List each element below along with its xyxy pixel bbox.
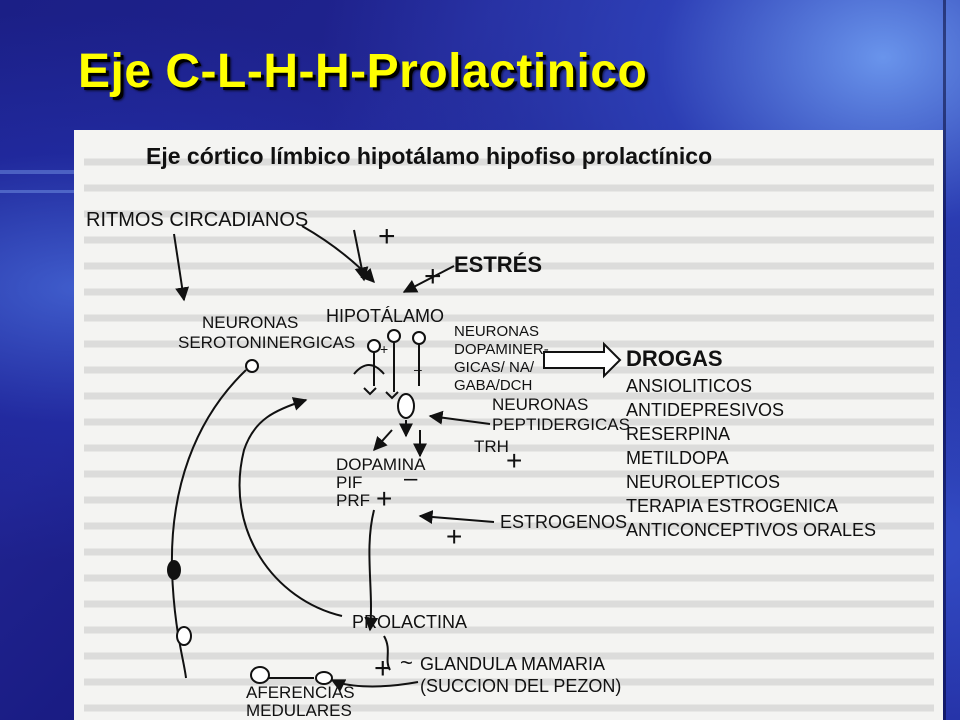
sign-plus-estres: + [424,260,442,293]
label-hipotalamo: HIPOTÁLAMO [326,306,444,326]
drug-item: ANSIOLITICOS [626,376,752,396]
label-neuronas-dopaminergicas-line4: GABA/DCH [454,377,532,394]
label-neuronas-serotoninergicas-line1: NEURONAS [202,313,298,332]
label-prf: PRF [336,491,370,510]
arrow-glandula-to-aferencias [330,679,419,692]
drug-item: NEUROLEPTICOS [626,472,780,492]
label-prolactina: PROLACTINA [352,612,467,632]
label-drogas: DROGAS [626,346,723,371]
drug-item: ANTIDEPRESIVOS [626,400,784,420]
arrow-peptidergicas [428,410,491,425]
arrow-to-hipotalamo-top [353,229,369,282]
diagram-svg: Eje córtico límbico hipotálamo hipofiso … [84,143,934,720]
label-pif: PIF [336,473,362,492]
arrow-estres-to-hipotalamo [402,265,455,293]
sign-minus-neuron: – [414,361,422,377]
label-ritmos-circadianos: RITMOS CIRCADIANOS [86,209,308,231]
label-aferencias-line1: AFERENCIAS [246,683,355,702]
sign-plus-prolactina: + [374,652,392,685]
label-estres: ESTRÉS [454,252,542,277]
decorative-stripe [0,190,74,193]
drug-item: RESERPINA [626,424,730,444]
label-glandula-mamaria-line2: (SUCCION DEL PEZON) [420,676,621,696]
label-estrogenos: ESTROGENOS [500,512,627,532]
decorative-stripe [0,170,74,174]
sign-minus-pif: – [404,465,418,492]
label-neuronas-dopaminergicas-line3: GICAS/ NA/ [454,359,535,376]
sign-plus-estrogenos: + [446,521,462,552]
scan-bleed-through [84,158,934,712]
label-neuronas-serotoninergicas-line2: SEROTONINERGICAS [178,333,355,352]
neuron-serotoninergic-path [167,359,333,685]
label-trh: TRH [474,437,509,456]
neuron-cluster-hipotalamo [353,329,426,438]
drug-item: TERAPIA ESTROGENICA [626,496,838,516]
sign-tilde-glandula: ~ [400,650,413,675]
sign-plus-top: + [378,220,396,253]
sign-plus-trh: + [506,445,522,476]
arrow-feedback-prolactina [238,397,343,617]
arrow-to-dopamina [373,429,393,452]
sign-plus-neuron: + [380,341,388,357]
sign-plus-prf: + [376,483,392,514]
drug-item: ANTICONCEPTIVOS ORALES [626,520,876,540]
arrow-prolactina-glandula [383,635,391,671]
label-neuronas-dopaminergicas-line1: NEURONAS [454,323,539,340]
slide-title: Eje C-L-H-H-Prolactinico [78,45,648,98]
decorative-stripe [943,0,946,720]
diagram-heading: Eje córtico límbico hipotálamo hipofiso … [146,143,712,169]
drug-item: METILDOPA [626,448,729,468]
label-neuronas-dopaminergicas-line2: DOPAMINER- [454,341,549,358]
label-dopamina: DOPAMINA [336,455,426,474]
arrow-ritmos-to-neuronas [173,233,190,302]
label-neuronas-peptidergicas-line2: PEPTIDERGICAS [492,415,630,434]
label-aferencias-line2: MEDULARES [246,701,352,720]
label-neuronas-peptidergicas-line1: NEURONAS [492,395,588,414]
scanned-diagram: Eje córtico límbico hipotálamo hipofiso … [74,130,943,720]
arrow-drogas-block [543,341,622,379]
label-glandula-mamaria-line1: GLANDULA MAMARIA [420,654,605,674]
arrow-estrogenos [418,510,495,524]
arrow-to-prolactina [364,509,379,632]
